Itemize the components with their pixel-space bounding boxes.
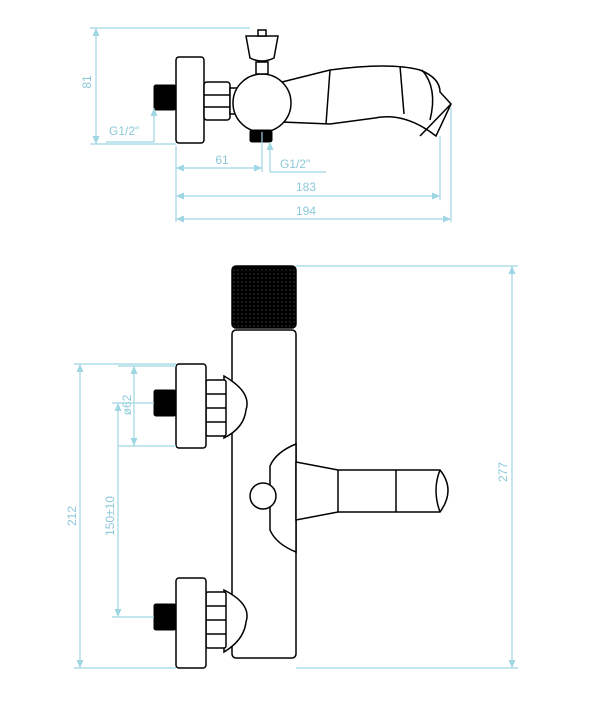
top-view: 81 G1/2" 61 G1/2" 183 194 [80,27,452,223]
dim-overall-length-label: 194 [296,204,316,218]
dim-spout-length-label: 183 [296,180,316,194]
spout [281,65,452,138]
dim-height-label: 81 [80,75,94,89]
outlet-thread-label: G1/2" [280,157,310,171]
dim-total-height-label: 277 [496,462,510,482]
spout-front [295,461,449,521]
dim-overall-height-label: 212 [65,506,79,526]
inlet-stub [153,84,177,111]
diverter-knob-front [249,482,277,510]
outlet-stub [249,129,273,143]
wall-flange [175,56,205,144]
hex-nut [203,81,231,121]
thermostatic-handle [231,265,297,329]
inlet-thread-label: G1/2" [109,124,139,138]
dim-offset-label: 61 [215,153,229,167]
diverter-knob [245,35,279,62]
lower-inlet-stub [153,603,177,631]
front-view: ø62 150±10 212 277 [65,265,518,669]
lower-wall-flange [175,577,207,669]
dim-eccentric-label: ø62 [120,394,134,415]
upper-inlet-stub [153,389,177,417]
upper-wall-flange [175,363,207,449]
dim-inlet-spacing-label: 150±10 [103,496,117,536]
diverter-body [232,73,292,133]
